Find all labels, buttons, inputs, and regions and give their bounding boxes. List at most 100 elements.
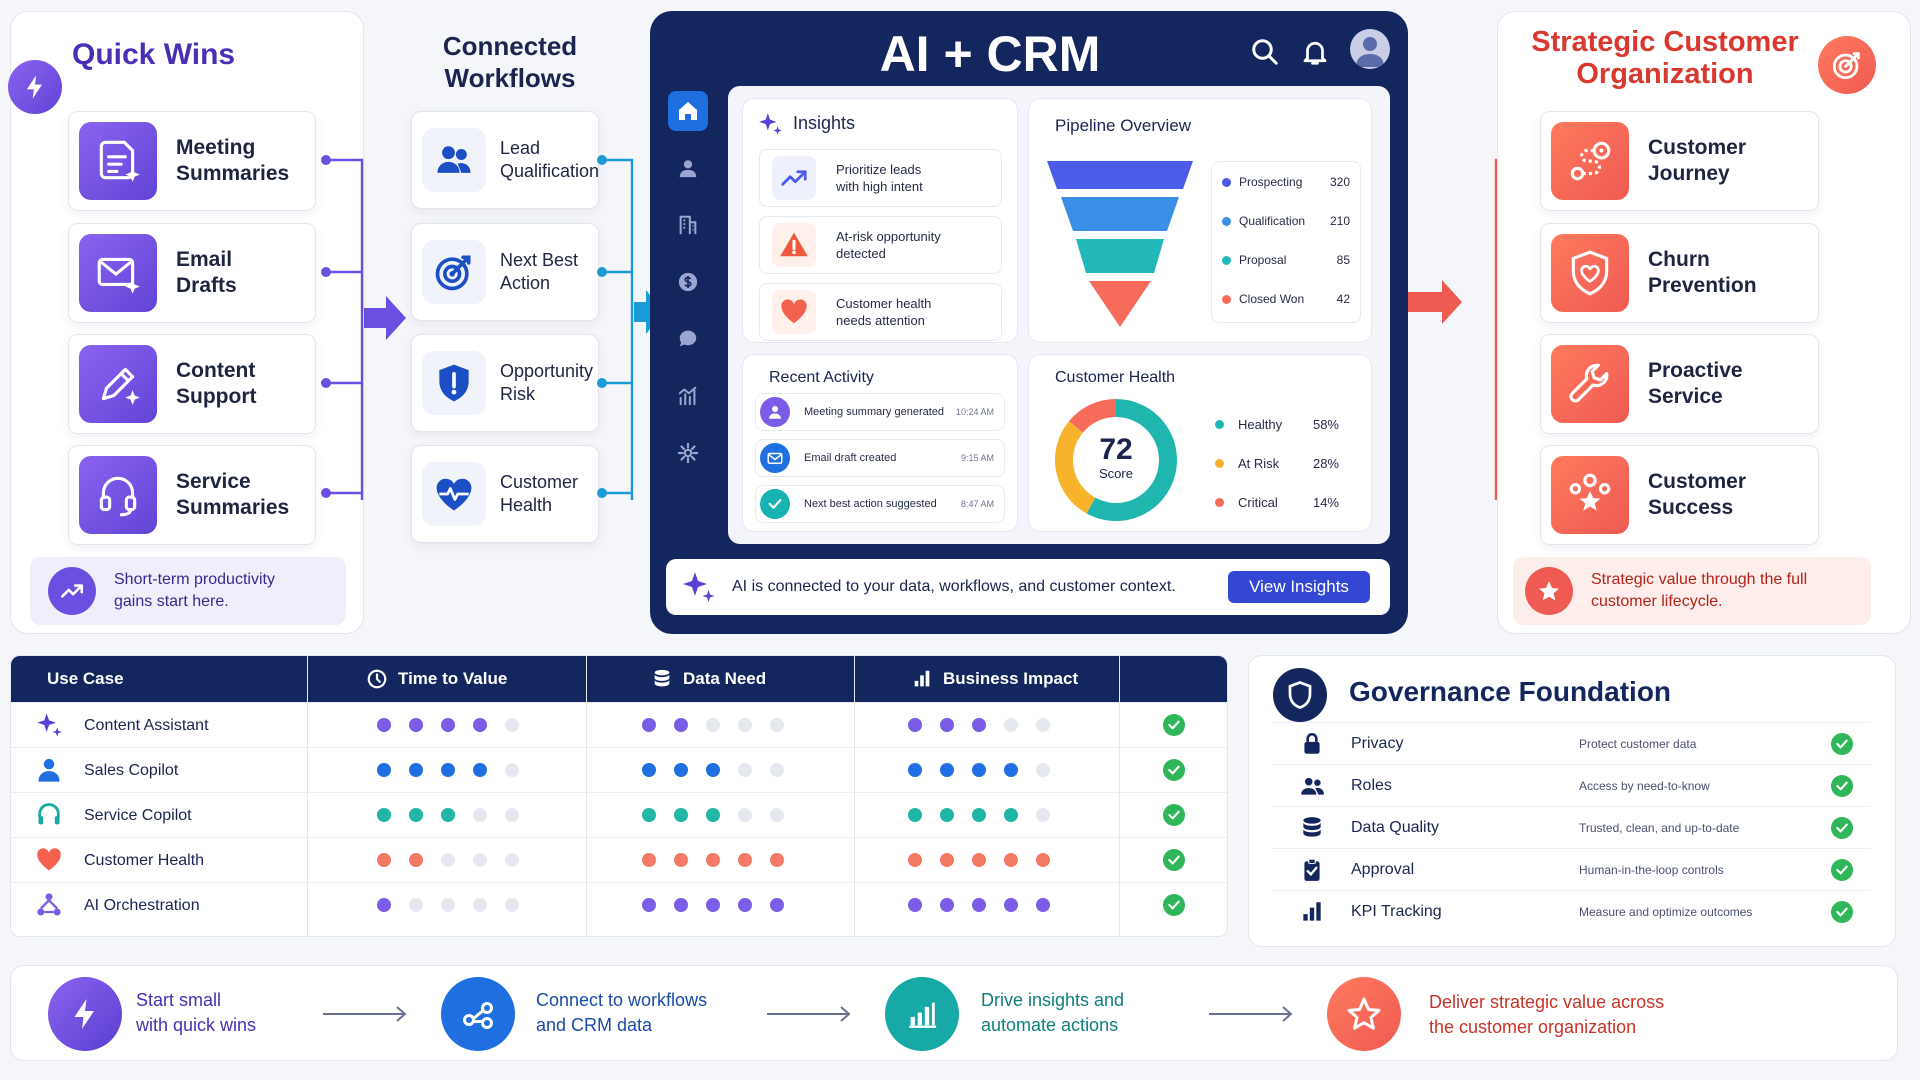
governance-name: KPI Tracking [1351, 902, 1442, 920]
search-icon[interactable] [1250, 37, 1280, 72]
heart-icon [37, 848, 61, 871]
rating-dot-filled [940, 898, 954, 912]
rating-dot-filled [940, 718, 954, 732]
rating-dot-filled [1004, 808, 1018, 822]
headset-icon [79, 456, 157, 534]
legend-value: 14% [1312, 495, 1339, 510]
col-divider [854, 656, 855, 936]
home-icon[interactable] [668, 91, 708, 131]
bar-chart-icon [1303, 901, 1321, 921]
use-case-name: Content Assistant [84, 716, 209, 734]
card-label-line-1: Service [176, 470, 251, 493]
user-icon[interactable] [668, 148, 708, 188]
th-data-label: Data Need [683, 669, 767, 688]
activity-item[interactable]: Next best action suggested 8:47 AM [755, 485, 1005, 523]
avatar[interactable] [1350, 29, 1390, 69]
th-use-case: Use Case [47, 656, 124, 702]
use-case-name: Customer Health [84, 851, 205, 869]
recent-activity-panel: Recent Activity Meeting summary generate… [742, 354, 1018, 532]
legend-label: Critical [1238, 495, 1278, 510]
activity-item[interactable]: Meeting summary generated 10:24 AM [755, 393, 1005, 431]
legend-value: 210 [1329, 214, 1350, 228]
chat-icon[interactable] [668, 319, 708, 359]
card-label-line-2: Summaries [176, 162, 290, 185]
card-label-line-2: Summaries [176, 496, 290, 519]
rating-dot-empty [1004, 718, 1018, 732]
workflows-connector [597, 155, 664, 500]
table-row[interactable]: Service Copilot [11, 792, 1227, 837]
table-row[interactable]: Customer Health [11, 837, 1227, 882]
check-icon [1163, 894, 1185, 916]
th-time-to-value: Time to Value [366, 656, 507, 702]
funnel-stage-closed-won [1089, 281, 1151, 327]
th-use-case-label: Use Case [47, 669, 124, 688]
table-row[interactable]: Content Assistant [11, 702, 1227, 747]
rating-dot-filled [642, 718, 656, 732]
rating-dot-filled [706, 763, 720, 777]
health-score-value: 72 [1099, 433, 1133, 466]
activity-time: 9:15 AM [960, 453, 994, 463]
view-insights-button[interactable]: View Insights [1228, 571, 1370, 603]
activity-time: 8:47 AM [960, 499, 994, 509]
use-case-name: Sales Copilot [84, 761, 179, 779]
step-line-1: Connect to workflows [536, 990, 708, 1010]
strategic-title-line-2: Organization [1576, 58, 1754, 90]
sparkle-icon [37, 713, 62, 737]
card-label-line-1: Customer [1648, 470, 1747, 493]
donut-segment-at-risk [1055, 421, 1096, 514]
rating-dot-filled [706, 853, 720, 867]
activity-item[interactable]: Email draft created 9:15 AM [755, 439, 1005, 477]
dollar-icon[interactable] [668, 262, 708, 302]
analytics-icon[interactable] [668, 376, 708, 416]
check-icon [1831, 774, 1853, 797]
user-circle-icon [760, 397, 790, 427]
quick-wins-title: Quick Wins [72, 38, 236, 71]
step-line-1: Drive insights and [981, 990, 1125, 1010]
bar-chart-icon [914, 670, 930, 687]
crm-title: AI + CRM [879, 26, 1101, 82]
rating-dot-empty [473, 898, 487, 912]
arrow-right-icon [767, 1006, 851, 1022]
strategic-footer-text: Strategic value through the full custome… [1591, 571, 1808, 610]
quick-wins-footer-text: Short-term productivity gains start here… [114, 571, 275, 610]
th-impact-label: Business Impact [943, 669, 1079, 688]
governance-desc: Trusted, clean, and up-to-date [1579, 820, 1740, 835]
heart-pulse-icon [422, 462, 486, 526]
bell-icon[interactable] [1300, 37, 1330, 72]
rating-dot-filled [674, 808, 688, 822]
heart-icon [772, 290, 816, 334]
activity-text: Next best action suggested [804, 498, 937, 510]
table-row[interactable]: AI Orchestration [11, 882, 1227, 927]
rating-dot-filled [674, 853, 688, 867]
check-icon [1163, 849, 1185, 871]
card-label-line-2: Journey [1648, 162, 1730, 185]
governance-desc: Protect customer data [1579, 736, 1697, 751]
journey-icon [1551, 122, 1629, 200]
building-icon[interactable] [668, 205, 708, 245]
gear-icon[interactable] [668, 433, 708, 473]
arrow-right-icon [1209, 1006, 1293, 1022]
table-row[interactable]: Sales Copilot [11, 747, 1227, 792]
